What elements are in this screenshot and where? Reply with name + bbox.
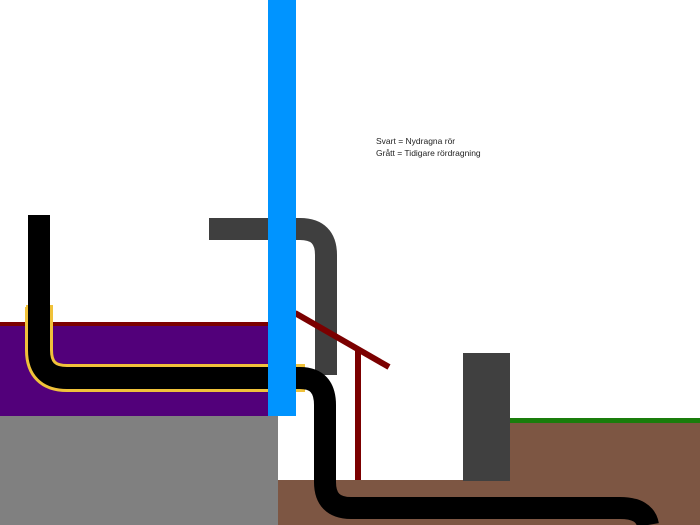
legend-line-old: Grått = Tidigare rördragning <box>376 148 481 158</box>
maroon-top-edge <box>0 322 278 326</box>
railing-diagonal <box>293 310 391 370</box>
grass-strip <box>510 418 700 423</box>
new-pipe <box>28 215 659 525</box>
old-pipe <box>209 218 337 375</box>
gray-post <box>463 353 510 481</box>
blue-vertical-pipe <box>268 0 296 416</box>
legend-line-new: Svart = Nydragna rör <box>376 136 456 146</box>
legend: Svart = Nydragna rör Grått = Tidigare rö… <box>376 135 481 159</box>
concrete-foundation <box>0 416 278 525</box>
